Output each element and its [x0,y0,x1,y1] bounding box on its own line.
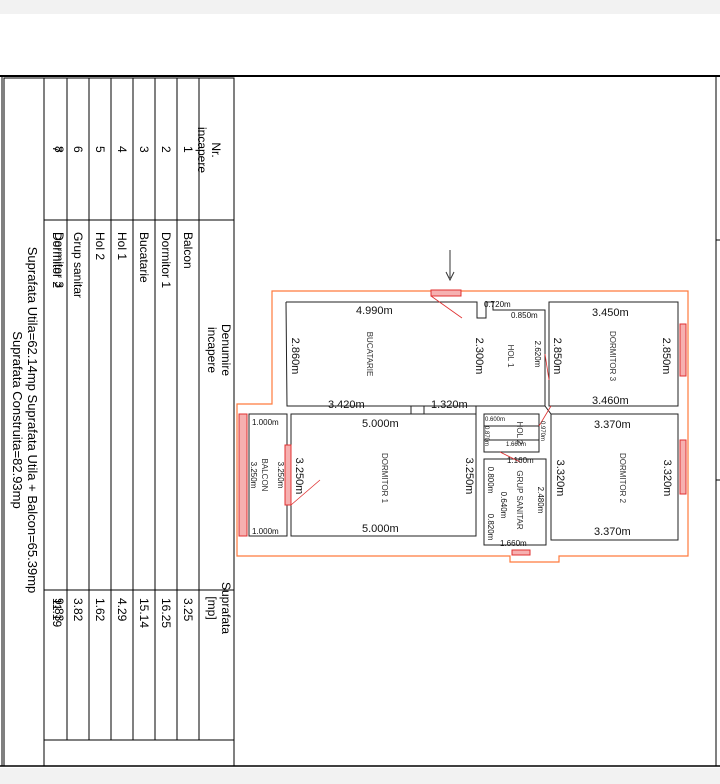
window-bucatarie [430,289,462,297]
dim-gs-low: 0.820m [486,514,495,541]
row-1-name: Balcon [181,232,195,269]
row-6-area: 3.82 [71,598,85,622]
header-area-1: Suprafata [219,582,233,634]
summary-line-1: Suprafata Utila=62.14mp Suprafata Utila … [25,247,40,594]
row-7-area: 11.19 [50,598,64,627]
dim-d3-bottom: 3.460m [592,395,629,407]
dim-gs-left: 0.800m [486,467,495,494]
dim-buc-top: 4.990m [356,305,393,317]
row-7-name: Dormitor 2 [50,232,64,288]
window-gs [511,549,531,556]
header-name-1: Denumire [219,324,233,376]
row-4-name: Hol 1 [115,232,129,260]
dim-d3-right: 2.850m [660,338,672,375]
header-nr-2: incapere [195,127,209,173]
dim-balc-side: 3.250m [249,462,258,489]
dim-buc-left: 2.860m [289,338,301,375]
room-label-balcon: BALCON [260,459,269,492]
dim-hol2-a: 0.600m [485,417,505,423]
dim-hol1-depth: 2.300m [473,338,485,375]
room-label-dormitor2: DORMITOR 2 [618,453,627,504]
dim-d2-left: 3.320m [554,460,566,497]
dim-hol1-top2: 0.850m [511,311,538,320]
room-label-hol1: HOL 1 [506,345,515,368]
window-dormitor3 [679,323,687,377]
dim-balc-top: 1.000m [252,418,279,427]
row-4-area: 4.29 [115,598,129,622]
dim-buc-bottom: 3.420m [328,399,365,411]
door-swing-gs [499,451,521,463]
row-2-area: 16.25 [159,598,173,628]
summary-line-2: Suprafata Construita=82.93mp [10,331,25,508]
area-table: Nr. incapere Denumire incapere Suprafata… [3,77,235,767]
dim-hol1-top: 0.720m [484,300,511,309]
dim-d1-right: 3.250m [463,458,475,495]
header-name-2: incapere [205,327,219,373]
grup-sanitar-walls [483,458,547,546]
row-8-nr: 8 [52,146,66,153]
room-label-hol2: HOL 2 [515,422,524,445]
floor-plan: BUCATARIE HOL 1 DORMITOR 3 DORMITOR 1 HO… [236,250,689,563]
row-5-nr: 5 [93,146,107,153]
row-5-name: Hol 2 [93,232,107,260]
row-5-area: 1.62 [93,598,107,622]
header-area-2: [mp] [205,596,219,619]
row-6-nr: 6 [71,146,85,153]
door-swing-buc [430,295,463,319]
dim-d1-bottom: 5.000m [362,523,399,535]
row-1-area: 3.25 [181,598,195,622]
dim-hol1-side: 2.620m [533,341,542,368]
room-label-dormitor3: DORMITOR 3 [608,331,617,382]
door-swing-d1 [290,479,321,506]
dim-d2-top: 3.370m [594,419,631,431]
door-swing-hol2 [538,405,552,427]
entrance-arrow-icon [445,250,455,282]
dormitor2-walls [550,413,679,541]
row-3-area: 15.14 [137,598,151,628]
building-outline [236,290,689,563]
dim-d1-left: 3.250m [293,458,305,495]
row-8-name: Dormitor 3 [52,232,66,288]
row-4-nr: 4 [115,146,129,153]
row-1-nr: 1 [181,146,195,153]
dim-gs-bottom: 1.660m [500,539,527,548]
window-dormitor2 [679,439,687,495]
dim-d1-top: 5.000m [362,418,399,430]
dim-hol2-c: 0.970m [539,421,545,441]
dim-hol2-b: 0.870m [483,426,489,446]
window-balcon [238,413,248,537]
hol2-walls [483,413,540,453]
dormitor3-walls [548,301,679,407]
dim-d3-left: 2.850m [551,338,563,375]
row-2-name: Dormitor 1 [159,232,173,288]
dim-gs-right: 2.480m [536,487,545,514]
row-3-nr: 3 [137,146,151,153]
dim-d3-top: 3.450m [592,307,629,319]
dim-gs-mid: 0.640m [499,492,508,519]
row-2-nr: 2 [159,146,173,153]
header-nr-1: Nr. [209,142,223,157]
dim-d2-right: 3.320m [661,460,673,497]
bucatarie-walls [285,301,546,407]
dim-balc-inner: 3.250m [276,462,285,489]
dim-hol2-d: 1.660m [506,442,526,448]
row-7-nr: 7 [50,146,64,153]
dim-d2-bottom: 3.370m [594,526,631,538]
door-swing-hol1 [544,353,550,381]
window-dormitor1 [284,444,292,506]
room-label-dormitor1: DORMITOR 1 [380,453,389,504]
row-8-area: 9.83 [52,598,66,622]
dim-gs-top: 1.160m [507,456,534,465]
room-label-grup-sanitar: GRUP SANITAR [515,470,524,529]
paper [0,14,720,768]
row-3-name: Bucatarie [137,232,151,283]
row-6-name: Grup sanitar [71,232,85,298]
room-label-bucatarie: BUCATARIE [365,332,374,377]
dim-balc-bottom: 1.000m [252,527,279,536]
dim-corr-1320: 1.320m [431,399,468,411]
